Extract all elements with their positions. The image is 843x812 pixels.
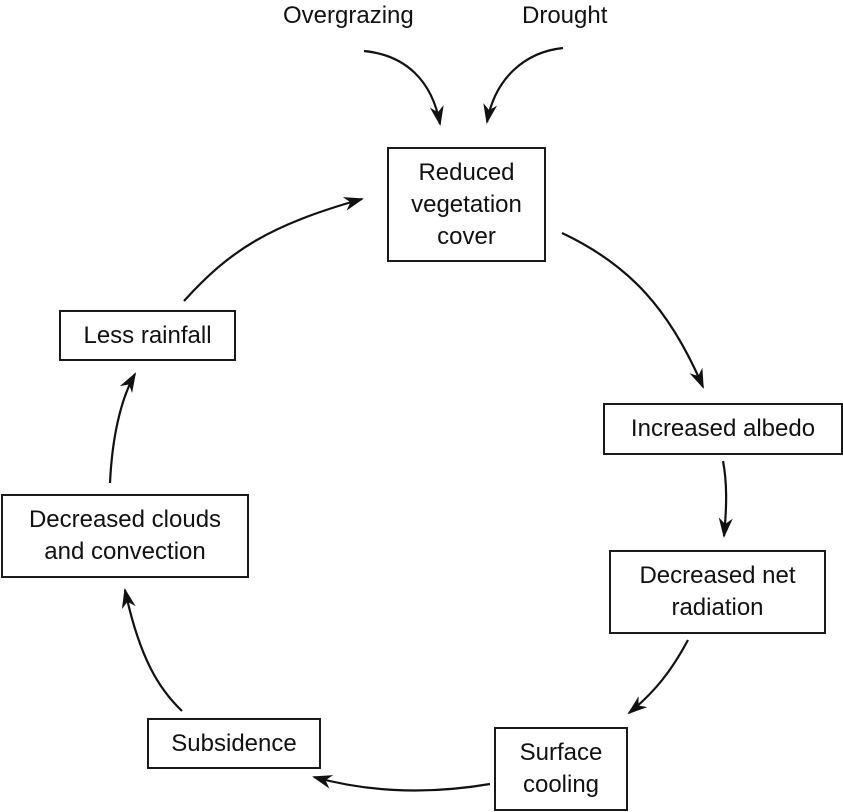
arrow-albedo-to-net-radiation bbox=[718, 460, 733, 538]
arrow-drought-to-vegetation bbox=[483, 46, 564, 124]
arrow-overgrazing-to-vegetation bbox=[363, 49, 444, 126]
node-surface-cooling: Surface cooling bbox=[494, 727, 628, 811]
node-subsidence: Subsidence bbox=[147, 718, 321, 769]
node-reduced-vegetation-cover: Reduced vegetation cover bbox=[387, 147, 546, 262]
node-increased-albedo: Increased albedo bbox=[603, 403, 843, 455]
node-less-rainfall: Less rainfall bbox=[59, 310, 236, 361]
input-overgrazing: Overgrazing bbox=[283, 2, 414, 29]
input-drought: Drought bbox=[522, 2, 608, 29]
arrow-cooling-to-subsidence bbox=[312, 775, 491, 792]
arrow-subsidence-to-clouds bbox=[121, 588, 183, 712]
node-decreased-net-radiation: Decreased net radiation bbox=[609, 550, 826, 634]
arrow-rainfall-to-vegetation bbox=[183, 197, 364, 302]
node-decreased-clouds-convection: Decreased clouds and convection bbox=[1, 494, 249, 578]
arrow-clouds-to-rainfall bbox=[108, 372, 136, 484]
arrow-net-radiation-to-cooling bbox=[627, 639, 689, 715]
arrow-vegetation-to-albedo bbox=[561, 232, 705, 389]
